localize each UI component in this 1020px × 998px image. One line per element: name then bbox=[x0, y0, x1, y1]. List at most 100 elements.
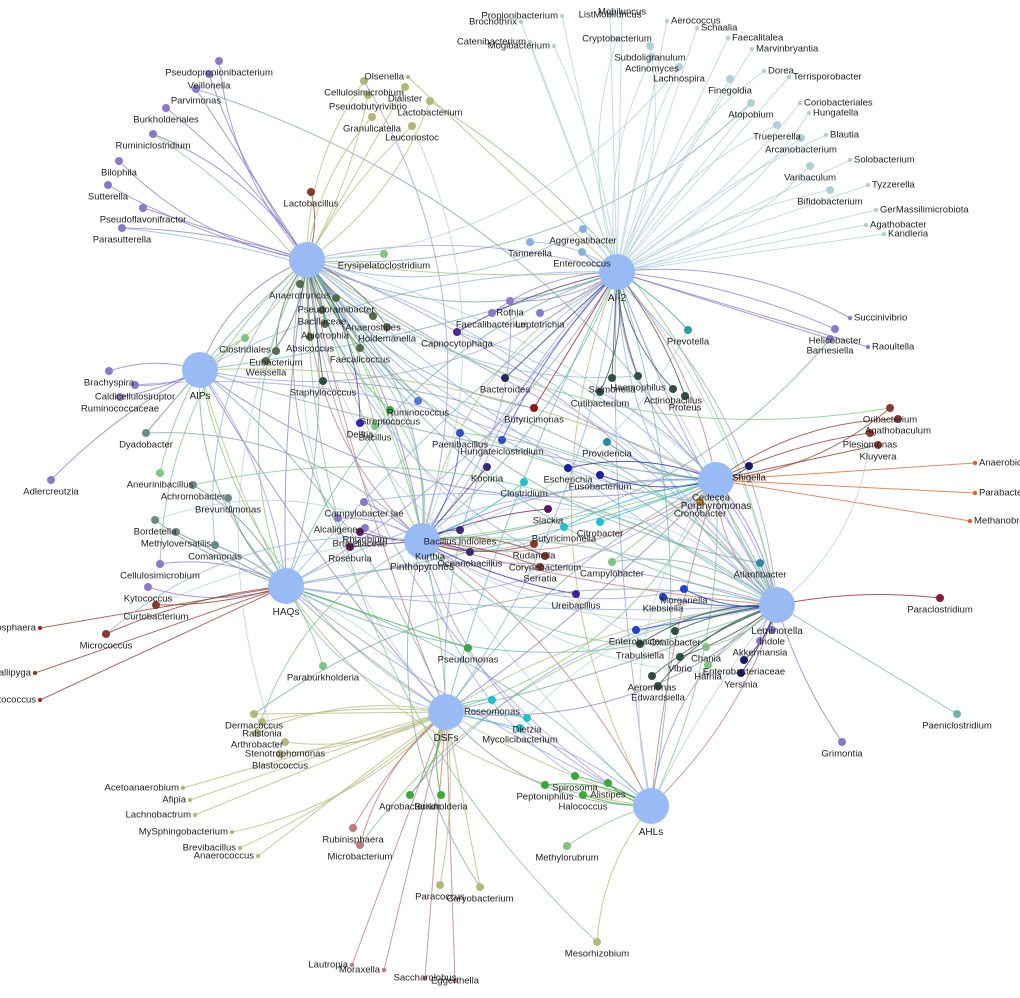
node-atopobium[interactable] bbox=[747, 99, 755, 107]
node-parabacteroides[interactable] bbox=[972, 490, 978, 496]
node-mobiluncus[interactable] bbox=[619, 9, 625, 15]
node-kandleria[interactable] bbox=[881, 231, 887, 237]
node-germassilimicrobiota[interactable] bbox=[873, 207, 879, 213]
node-clostridium[interactable] bbox=[520, 478, 528, 486]
node-dietzia[interactable] bbox=[523, 714, 531, 722]
node-bacillus[interactable] bbox=[371, 422, 379, 430]
node-faecalitalea[interactable] bbox=[725, 35, 731, 41]
node-hungatella[interactable] bbox=[806, 110, 812, 116]
node-mycolicibacterium[interactable] bbox=[516, 724, 524, 732]
node-brochothrix[interactable] bbox=[518, 19, 524, 25]
node-caldicellulosiruptor[interactable] bbox=[131, 381, 139, 389]
node-subdoligranulum[interactable] bbox=[646, 42, 654, 50]
node-kocuria[interactable] bbox=[483, 463, 491, 471]
node-aerococcus[interactable] bbox=[664, 18, 670, 24]
node-blautia[interactable] bbox=[823, 132, 829, 138]
node-marvinbryantia[interactable] bbox=[749, 46, 755, 52]
node-faecalibacterium[interactable] bbox=[488, 309, 496, 317]
node-oribacterium[interactable] bbox=[886, 404, 894, 412]
node-spirosoma[interactable] bbox=[571, 772, 579, 780]
node-comamonas[interactable] bbox=[211, 541, 219, 549]
node-anaerostipes[interactable] bbox=[369, 312, 377, 320]
node-aneurinibacillus[interactable] bbox=[156, 469, 164, 477]
node-clostridiales[interactable] bbox=[241, 334, 249, 342]
node-methanobrevibacter[interactable] bbox=[967, 518, 973, 524]
node-paracoccus[interactable] bbox=[436, 881, 444, 889]
node-dialister[interactable] bbox=[401, 83, 409, 91]
node-caryobacterium[interactable] bbox=[476, 883, 484, 891]
node-eubacterium[interactable] bbox=[272, 347, 280, 355]
node-propionibacterium[interactable] bbox=[559, 13, 565, 19]
node-aggregatibacter[interactable] bbox=[579, 225, 587, 233]
node-halococcus[interactable] bbox=[579, 791, 587, 799]
node-edwardsiella[interactable] bbox=[654, 682, 662, 690]
node-akkermansia[interactable] bbox=[756, 637, 764, 645]
node-ruminococcaceae[interactable] bbox=[116, 393, 124, 401]
node-prevotella[interactable] bbox=[684, 326, 692, 334]
node-blastococcus[interactable] bbox=[276, 750, 284, 758]
node-varibaculum[interactable] bbox=[806, 162, 814, 170]
node-stenotrophomonas[interactable] bbox=[281, 738, 289, 746]
node-saccharolobus[interactable] bbox=[422, 975, 428, 981]
node-kallipyga[interactable] bbox=[32, 670, 38, 676]
node-bacillaceae[interactable] bbox=[318, 306, 326, 314]
node-streptococcus[interactable] bbox=[386, 406, 394, 414]
node-nitrososphaera[interactable] bbox=[37, 625, 43, 631]
node-paenibacillus[interactable] bbox=[456, 429, 464, 437]
node-mogibacterium[interactable] bbox=[551, 43, 557, 49]
node-ralstonia[interactable] bbox=[258, 718, 266, 726]
node-cutibacterium[interactable] bbox=[596, 388, 604, 396]
node-brachyspira[interactable] bbox=[105, 367, 113, 375]
node-sutterella[interactable] bbox=[104, 181, 112, 189]
node-agathobacter[interactable] bbox=[863, 222, 869, 228]
node-agrobacterium[interactable] bbox=[406, 791, 414, 799]
node-helicobacter[interactable] bbox=[831, 325, 839, 333]
node-brevundimonas[interactable] bbox=[224, 494, 232, 502]
node-butyricimonas[interactable] bbox=[530, 404, 538, 412]
node-veillonella[interactable] bbox=[205, 70, 213, 78]
node-kluyvera[interactable] bbox=[874, 441, 882, 449]
node-dyadobacter[interactable] bbox=[142, 429, 150, 437]
node-peptoniphilus[interactable] bbox=[541, 781, 549, 789]
node-pseudoflavonifractor[interactable] bbox=[139, 204, 147, 212]
node-hafnia[interactable] bbox=[704, 661, 712, 669]
node-salmonella[interactable] bbox=[608, 374, 616, 382]
node-adlercreutzia[interactable] bbox=[47, 476, 55, 484]
node-pseudoramibacter[interactable] bbox=[332, 294, 340, 302]
node-paraburkholderia[interactable] bbox=[319, 662, 327, 670]
node-campylobacter[interactable] bbox=[608, 558, 616, 566]
node-delftia[interactable] bbox=[356, 419, 364, 427]
node-lautropia[interactable] bbox=[349, 962, 355, 968]
node-arcanobacterium[interactable] bbox=[797, 134, 805, 142]
node-actinomyces[interactable] bbox=[648, 53, 656, 61]
node-olsenella[interactable] bbox=[405, 74, 411, 80]
node-rothia[interactable] bbox=[506, 297, 514, 305]
node-campylobacter-lae[interactable] bbox=[360, 498, 368, 506]
node-leuconostoc[interactable] bbox=[408, 122, 416, 130]
node-methyloversatilis[interactable] bbox=[172, 528, 180, 536]
node-catenibacterium[interactable] bbox=[527, 39, 533, 45]
node-oxalobacter[interactable] bbox=[671, 627, 679, 635]
node-absicoccus[interactable] bbox=[306, 333, 314, 341]
node-achromobacter[interactable] bbox=[189, 481, 197, 489]
node-burkholderiales[interactable] bbox=[162, 104, 170, 112]
node-coriobacteriales[interactable] bbox=[797, 100, 803, 106]
node-anaerococcus[interactable] bbox=[255, 853, 261, 859]
node-providencia[interactable] bbox=[603, 438, 611, 446]
node-faecalicoccus[interactable] bbox=[356, 344, 364, 352]
node-solobacterium[interactable] bbox=[847, 157, 853, 163]
node-cellulosimicrobium[interactable] bbox=[156, 560, 164, 568]
node-rubinisphaera[interactable] bbox=[349, 824, 357, 832]
node-curtobacterium[interactable] bbox=[152, 601, 160, 609]
node-brevibacillus[interactable] bbox=[237, 845, 243, 851]
hub-dsfs[interactable] bbox=[428, 694, 464, 730]
node-klebsiella[interactable] bbox=[659, 593, 667, 601]
node-moraxella[interactable] bbox=[381, 967, 387, 973]
hub-pinthopyrones[interactable] bbox=[404, 523, 440, 559]
node-chania[interactable] bbox=[702, 643, 710, 651]
hub-ai-2[interactable] bbox=[599, 254, 635, 290]
node-cellulosimicrobium[interactable] bbox=[360, 77, 368, 85]
node-enterobacter[interactable] bbox=[632, 626, 640, 634]
node-bilophila[interactable] bbox=[115, 157, 123, 165]
node-haemophilus[interactable] bbox=[634, 372, 642, 380]
